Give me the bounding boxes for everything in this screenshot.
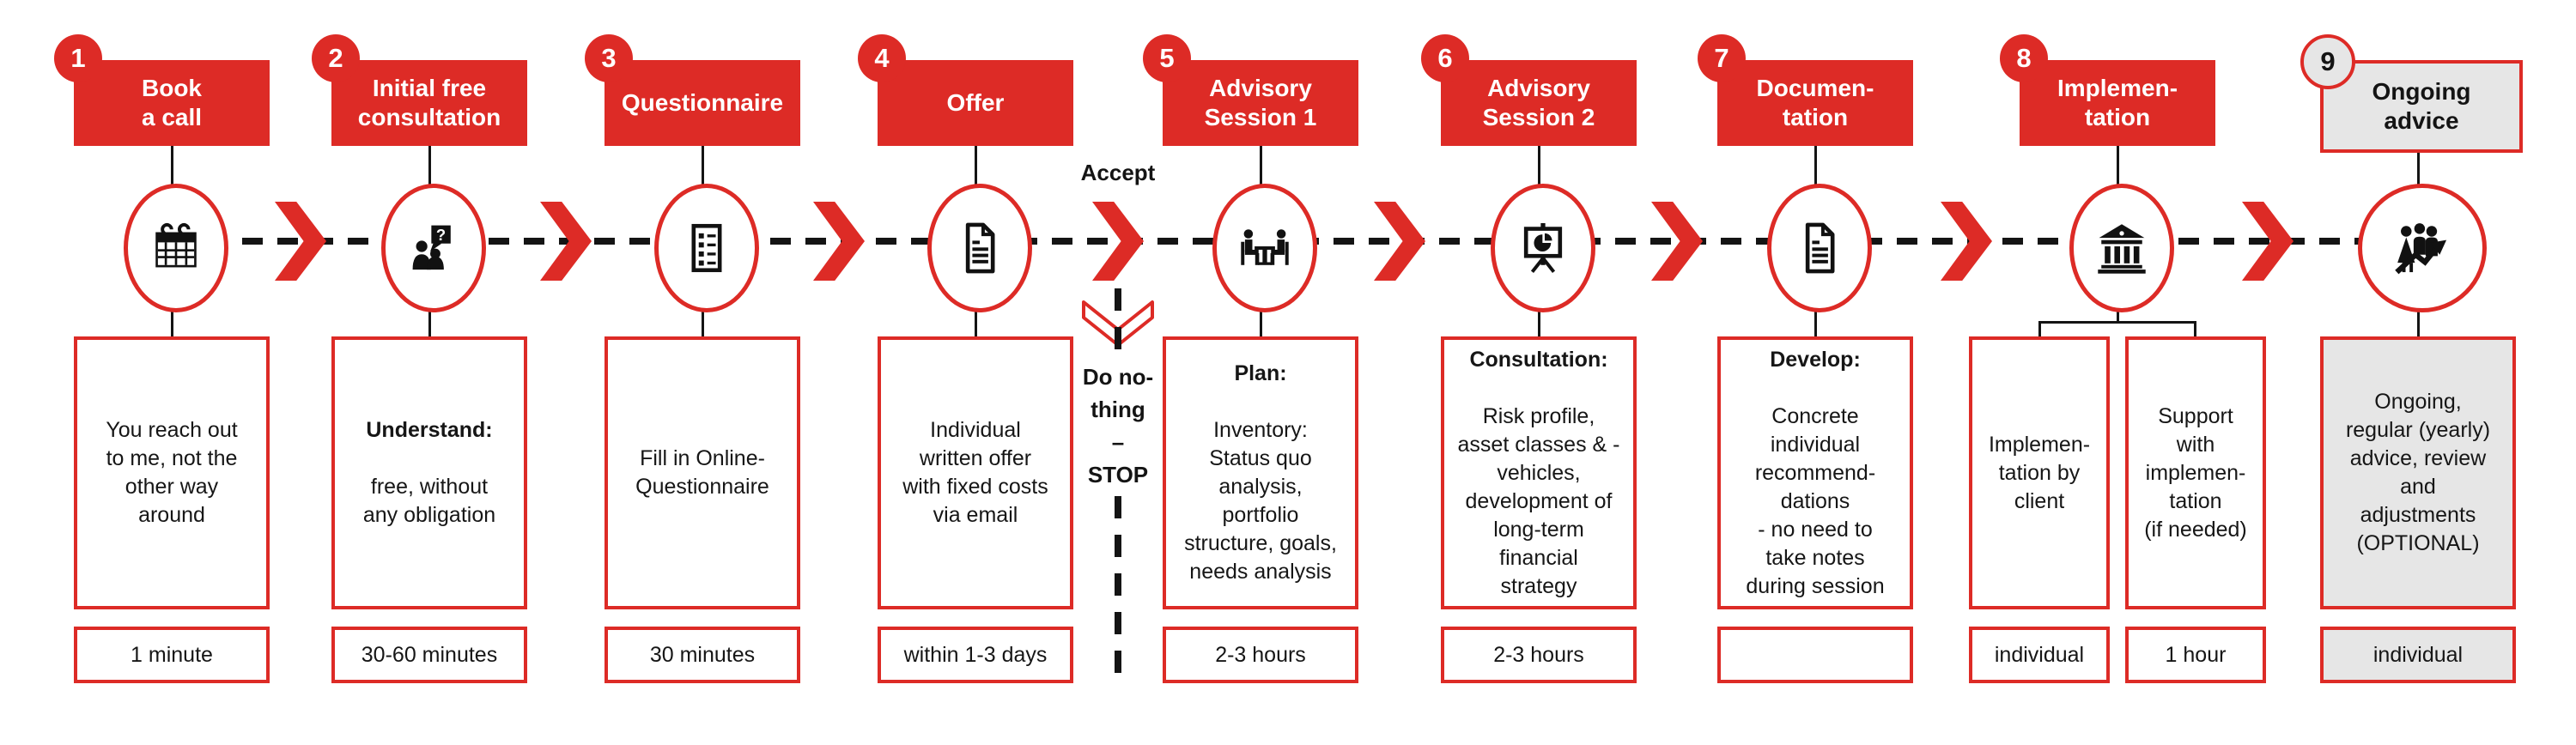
document-icon	[1805, 222, 1835, 274]
connector-line	[2116, 304, 2119, 323]
step-title: Offer	[878, 60, 1073, 146]
step-icon-circle	[1767, 184, 1872, 312]
description-text: Implemen- tation by client	[1988, 432, 2091, 513]
step-title: Questionnaire	[605, 60, 800, 146]
step-number-badge: 9	[2300, 34, 2355, 89]
description-text: Inventory: Status quo analysis, portfoli…	[1184, 418, 1337, 584]
step-icon-circle	[654, 184, 759, 312]
calendar-icon	[155, 223, 197, 268]
connector-line	[2416, 304, 2420, 336]
connector-line	[1537, 304, 1540, 336]
description-text: Risk profile, asset classes & - vehicles…	[1457, 403, 1620, 598]
duration-box: 1 hour	[2125, 627, 2266, 683]
step-number-badge: 8	[2000, 34, 2048, 82]
step-title: Advisory Session 2	[1441, 60, 1637, 146]
description-box: Individual written offer with fixed cost…	[878, 336, 1073, 609]
duration-box: within 1-3 days	[878, 627, 1073, 683]
connector-line	[701, 146, 704, 185]
duration-box: 30 minutes	[605, 627, 800, 683]
connector-line	[974, 304, 977, 336]
step-title: Documen- tation	[1717, 60, 1913, 146]
duration-box: individual	[1969, 627, 2110, 683]
description-text: Support with implemen- tation (if needed…	[2144, 403, 2247, 542]
connector-line	[1259, 304, 1262, 336]
document-icon	[965, 222, 995, 274]
description-box: You reach out to me, not the other way a…	[74, 336, 270, 609]
step-number-badge: 7	[1698, 34, 1746, 82]
description-box: Ongoing, regular (yearly) advice, review…	[2320, 336, 2516, 609]
description-text: Concrete individual recommend- dations -…	[1746, 403, 1885, 598]
description-box: Develop: Concrete individual recommend- d…	[1717, 336, 1913, 609]
step-icon-circle	[124, 184, 228, 312]
duration-box: 1 minute	[74, 627, 270, 683]
connector-line	[170, 304, 173, 336]
checklist-icon	[691, 223, 722, 273]
duration-box: individual	[2320, 627, 2516, 683]
connector-line	[701, 304, 704, 336]
step-number-badge: 4	[858, 34, 906, 82]
connector-line	[1259, 146, 1262, 185]
step-icon-circle	[927, 184, 1032, 312]
description-box: Understand: free, without any obligation	[331, 336, 527, 609]
reject-line-bottom	[1115, 496, 1121, 687]
description-lead: Develop:	[1770, 347, 1861, 372]
step-number-badge: 2	[312, 34, 360, 82]
connector-line	[428, 304, 431, 336]
duration-box: 2-3 hours	[1441, 627, 1637, 683]
duration-box: 2-3 hours	[1163, 627, 1358, 683]
step-number-badge: 3	[585, 34, 633, 82]
step-icon-circle	[1212, 184, 1317, 312]
step-number-badge: 6	[1421, 34, 1469, 82]
meeting-icon	[1241, 229, 1289, 265]
description-box: Support with implemen- tation (if needed…	[2125, 336, 2266, 609]
connector-line	[2116, 146, 2119, 185]
description-box: Implemen- tation by client	[1969, 336, 2110, 609]
description-lead: Plan:	[1234, 361, 1287, 385]
step-title: Book a call	[74, 60, 270, 146]
step-icon-circle	[1491, 184, 1595, 312]
step-title: Implemen- tation	[2020, 60, 2215, 146]
description-text: Fill in Online- Questionnaire	[635, 446, 769, 499]
accept-label: Accept	[1080, 160, 1156, 185]
step-icon-circle: ?	[381, 184, 486, 312]
description-text: free, without any obligation	[362, 475, 496, 527]
presentation-icon	[1523, 222, 1563, 273]
connector-line	[428, 146, 431, 185]
connector-line	[2416, 146, 2420, 185]
description-text: You reach out to me, not the other way a…	[106, 418, 238, 527]
description-box: Fill in Online- Questionnaire	[605, 336, 800, 609]
description-box: Consultation: Risk profile, asset classes…	[1441, 336, 1637, 609]
connector-line	[1537, 146, 1540, 185]
description-text: Individual written offer with fixed cost…	[902, 418, 1048, 527]
step-title: Initial free consultation	[331, 60, 527, 146]
step-title: Advisory Session 1	[1163, 60, 1358, 146]
people-question-icon: ?	[412, 225, 451, 270]
step-number-badge: 1	[54, 34, 102, 82]
description-box: Plan: Inventory: Status quo analysis, por…	[1163, 336, 1358, 609]
svg-text:?: ?	[436, 226, 446, 244]
duration-box	[1717, 627, 1913, 683]
step-icon-circle	[2069, 184, 2174, 312]
step-icon-circle	[2358, 184, 2487, 312]
description-lead: Consultation:	[1469, 347, 1608, 372]
reject-line-top	[1115, 288, 1121, 355]
connector-line	[2194, 321, 2196, 336]
step-title: Ongoing advice	[2320, 60, 2523, 153]
connector-line	[974, 146, 977, 185]
description-text: Ongoing, regular (yearly) advice, review…	[2345, 390, 2491, 555]
connector-line	[1814, 146, 1817, 185]
branch-line	[2038, 321, 2196, 324]
connector-line	[170, 146, 173, 185]
description-lead: Understand:	[366, 418, 493, 442]
step-number-badge: 5	[1143, 34, 1191, 82]
connector-line	[1814, 304, 1817, 336]
duration-box: 30-60 minutes	[331, 627, 527, 683]
people-growth-icon	[2395, 223, 2447, 275]
connector-line	[2038, 321, 2041, 336]
reject-label: Do no- thing – STOP	[1082, 364, 1154, 488]
bank-icon	[2098, 224, 2146, 274]
